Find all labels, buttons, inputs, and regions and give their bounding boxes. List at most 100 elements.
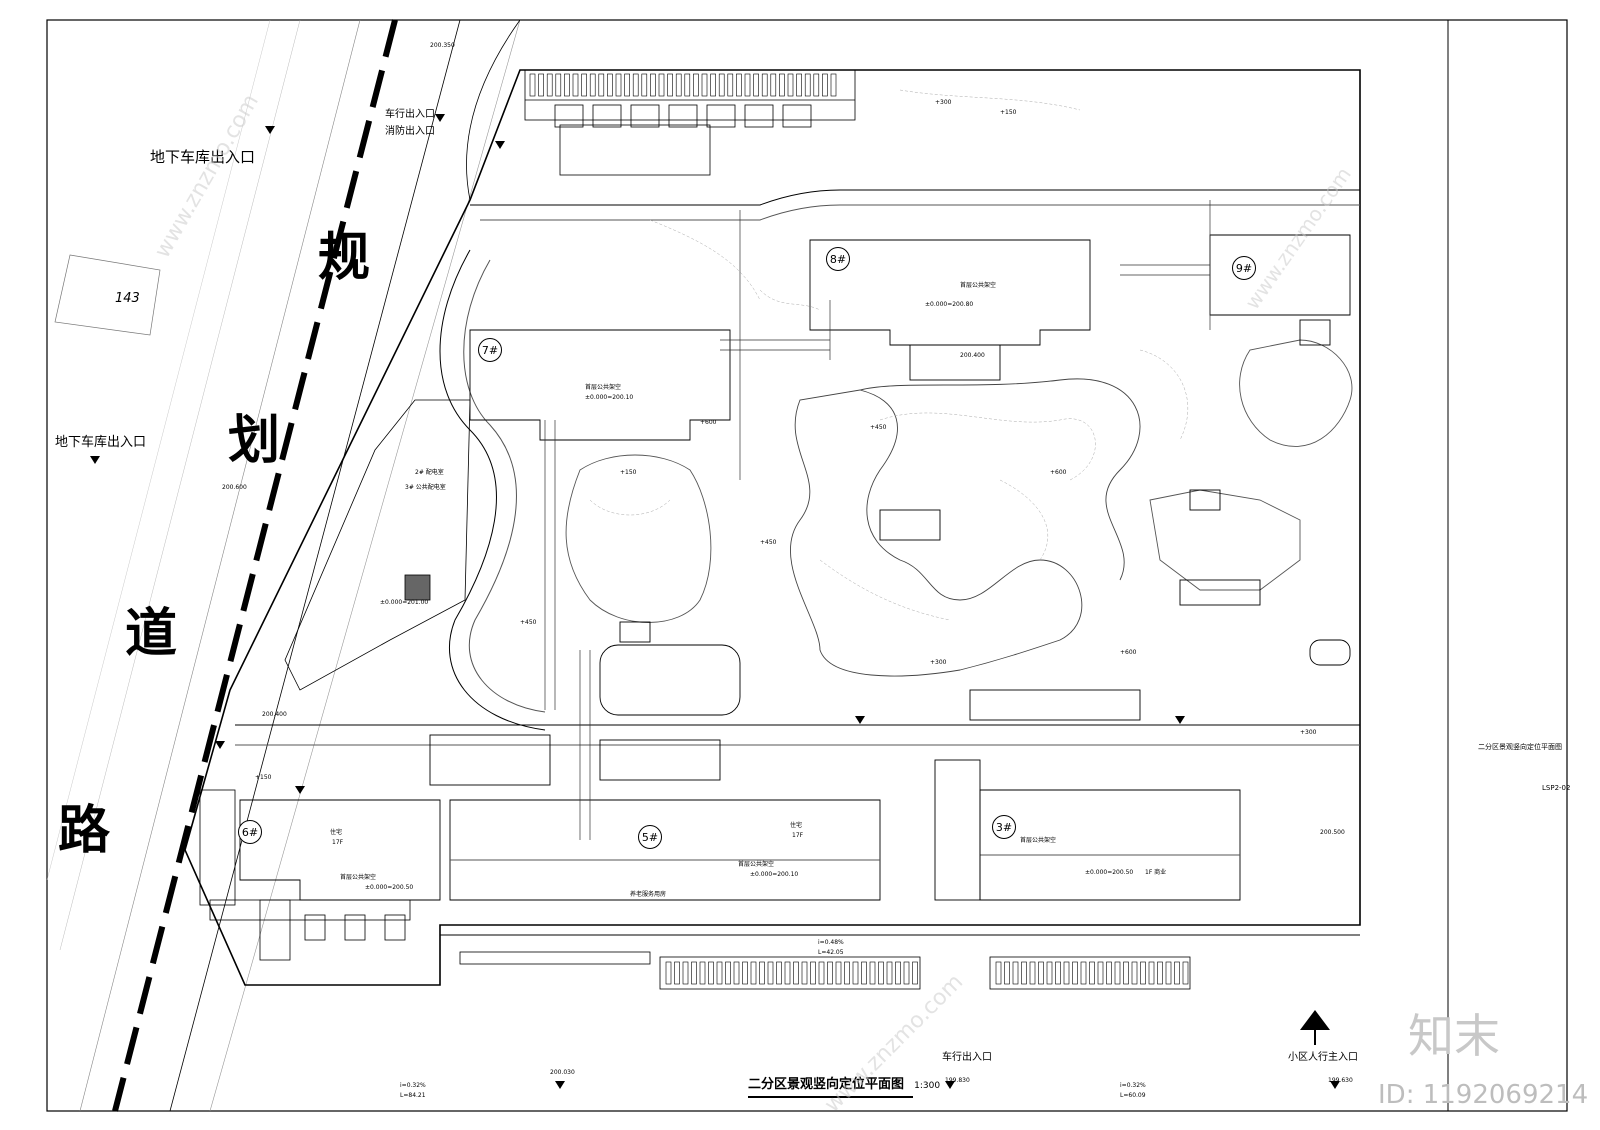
parking-stall xyxy=(675,73,682,97)
parking-stall xyxy=(615,73,622,97)
parking-stall xyxy=(770,73,777,97)
parking-stall xyxy=(796,73,802,97)
elevation-south-2: 200.030 xyxy=(550,1069,575,1076)
elevation-power: ±0.000=201.00 xyxy=(380,599,429,606)
parking-stall xyxy=(667,73,673,97)
vehicle-entrance-label-south: 车行出入口 xyxy=(942,1052,992,1063)
parking-stall xyxy=(878,961,884,985)
parking-stall xyxy=(822,73,828,97)
parking-stall xyxy=(750,961,757,985)
garage-entrance-label-1: 地下车库出入口 xyxy=(150,148,256,166)
parking-stall xyxy=(682,961,689,985)
parking-stall xyxy=(718,73,725,97)
building-footprints xyxy=(239,234,1351,901)
spot-height: +150 xyxy=(255,774,272,781)
elevation-triangle xyxy=(435,114,445,122)
parking-stall xyxy=(1072,961,1078,985)
parking-stall xyxy=(1089,961,1095,985)
plan-title: 二分区景观竖向定位平面图 1:300 xyxy=(748,1078,940,1091)
parking-stall xyxy=(1063,961,1070,985)
garage-entrance-label-2: 地下车库出入口 xyxy=(55,435,147,450)
parking-stall xyxy=(1029,961,1036,985)
parking-stall xyxy=(1123,961,1129,985)
building-number-8: 8# xyxy=(826,247,850,271)
drawing-frame xyxy=(46,19,1568,1112)
elevation-markers xyxy=(90,114,1340,1089)
parking-stall xyxy=(1131,961,1138,985)
elevation-road-1: 200.400 xyxy=(262,711,287,718)
public-open-label-5: 首层公共架空 xyxy=(738,861,775,868)
residence-label-5: 住宅 xyxy=(790,822,803,829)
elderly-service-label: 养老服务用房 xyxy=(630,891,667,898)
parking-stall xyxy=(1157,961,1163,985)
road-char-3: 道 xyxy=(125,604,178,664)
parking-stall xyxy=(844,961,850,985)
road-char-2: 划 xyxy=(228,411,281,471)
parking-stall xyxy=(753,73,759,97)
south-parking xyxy=(459,951,1191,990)
parking-stall xyxy=(736,73,742,97)
slope-3: i=0.32% xyxy=(1120,1082,1146,1089)
parking-stall xyxy=(852,961,859,985)
parking-stall xyxy=(589,73,596,97)
plan-title-underline xyxy=(748,1096,913,1098)
elevation-triangle xyxy=(1330,1081,1340,1089)
parking-stall xyxy=(895,961,901,985)
building-number-7: 7# xyxy=(478,338,502,362)
elevation-triangle xyxy=(555,1081,565,1089)
parking-stall xyxy=(581,73,587,97)
road-char-4: 路 xyxy=(58,801,111,861)
parking-stall xyxy=(784,961,791,985)
planned-road xyxy=(46,19,521,1112)
internal-road xyxy=(235,189,1360,936)
southwest-parking xyxy=(199,789,411,961)
central-plaza xyxy=(429,621,1141,901)
parking-stall xyxy=(665,961,672,985)
parking-stall xyxy=(1021,961,1027,985)
slope-2: i=0.48% xyxy=(818,939,844,946)
contour-lines xyxy=(589,89,1189,621)
parking-stall xyxy=(742,961,748,985)
spot-height: +300 xyxy=(930,659,947,666)
parking-stall xyxy=(684,73,691,97)
parking-stall xyxy=(716,961,723,985)
spot-height: +300 xyxy=(1300,729,1317,736)
parking-stall xyxy=(1165,961,1172,985)
parking-stall xyxy=(725,961,731,985)
north-parking xyxy=(524,69,856,176)
elevation-5: ±0.000=200.10 xyxy=(750,871,799,878)
parking-stall xyxy=(598,73,605,97)
central-garden xyxy=(565,319,1353,677)
spot-height: +450 xyxy=(760,539,777,546)
elevation-7: ±0.000=200.10 xyxy=(585,394,634,401)
parking-stall xyxy=(1080,961,1087,985)
title-block-drawing-name: 二分区景观竖向定位平面图 xyxy=(1478,743,1562,751)
parking-stall xyxy=(779,73,785,97)
elevation-plaza: 200.400 xyxy=(960,352,985,359)
parking-stall xyxy=(658,73,665,97)
parking-stall xyxy=(912,961,918,985)
parking-stall xyxy=(693,73,699,97)
parking-stall xyxy=(813,73,820,97)
plan-title-text: 二分区景观竖向定位平面图 xyxy=(748,1077,905,1092)
public-open-label-3: 首层公共架空 xyxy=(1020,837,1057,844)
parking-stall xyxy=(1140,961,1146,985)
parking-stall xyxy=(830,73,837,97)
parcel-number: 143 xyxy=(115,291,140,306)
parking-stall xyxy=(861,961,867,985)
parking-stall xyxy=(810,961,816,985)
spot-height: +300 xyxy=(935,99,952,106)
parking-stall xyxy=(1182,961,1189,985)
parking-stall xyxy=(538,73,544,97)
parking-stall xyxy=(827,961,833,985)
parking-stall xyxy=(708,961,714,985)
parking-stall xyxy=(886,961,893,985)
public-open-label-7: 首层公共架空 xyxy=(585,384,622,391)
north-arrow-icon xyxy=(1300,1010,1330,1045)
residence-label-6: 住宅 xyxy=(330,829,343,836)
parking-stall xyxy=(727,73,734,97)
watermark-brand: 知末 xyxy=(1408,1009,1500,1063)
building-number-3: 3# xyxy=(992,815,1016,839)
spot-height: +150 xyxy=(1000,109,1017,116)
elevation-north: 200.350 xyxy=(430,42,455,49)
